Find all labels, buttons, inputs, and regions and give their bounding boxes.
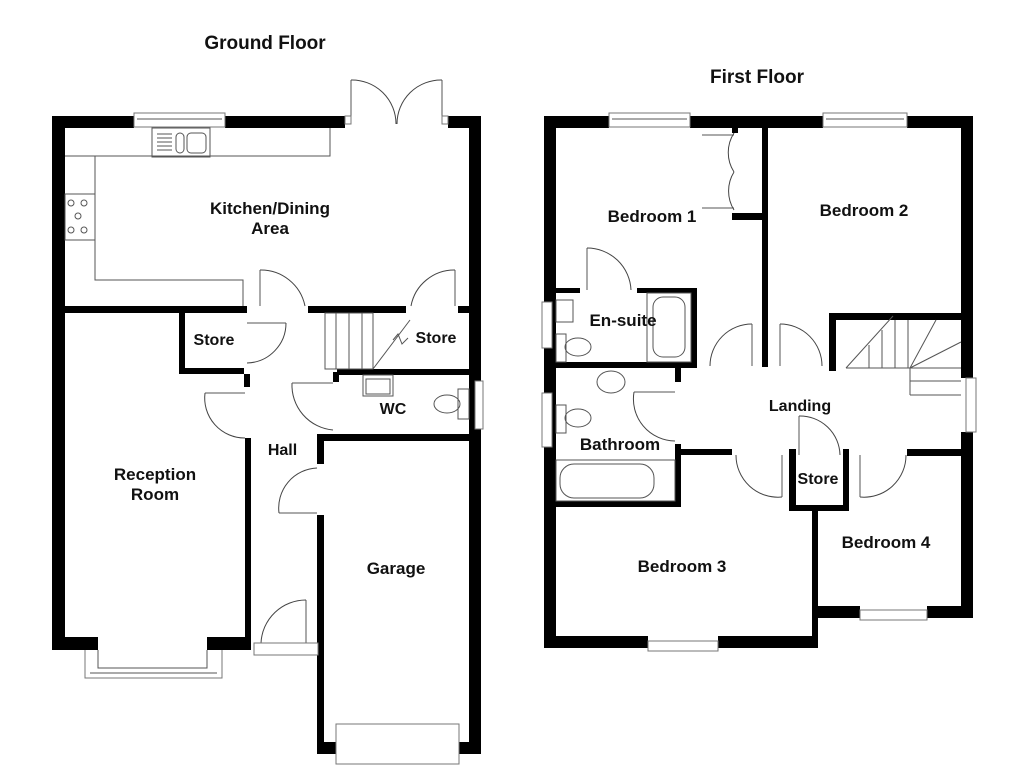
room-label-reception-line1: Reception — [113, 465, 197, 484]
room-label-bedroom3: Bedroom 3 — [637, 557, 727, 576]
room-label-bedroom2: Bedroom 2 — [819, 201, 909, 220]
room-label-wc: WC — [379, 401, 407, 418]
room-label-store-right: Store — [415, 330, 457, 347]
room-label-reception-line2: Room — [130, 485, 180, 504]
ground-floor-walls — [52, 116, 481, 754]
room-label-store-left: Store — [193, 332, 235, 349]
room-label-kitchen-line1: Kitchen/Dining — [210, 199, 330, 218]
ground-floor-fixtures — [64, 79, 484, 765]
first-floor-walls — [544, 116, 973, 648]
ground-floor-title: Ground Floor — [204, 33, 326, 54]
room-label-kitchen-line2: Area — [251, 219, 289, 238]
first-floor-fixtures — [541, 112, 977, 652]
room-label-landing: Landing — [768, 398, 832, 415]
room-label-hall: Hall — [267, 442, 298, 459]
room-label-store: Store — [797, 471, 839, 488]
room-label-bathroom: Bathroom — [579, 435, 661, 454]
room-label-garage: Garage — [366, 559, 426, 578]
first-floor-title: First Floor — [710, 67, 804, 88]
room-label-bedroom4: Bedroom 4 — [841, 533, 931, 552]
room-label-bedroom1: Bedroom 1 — [607, 207, 697, 226]
room-label-ensuite: En-suite — [589, 311, 657, 330]
